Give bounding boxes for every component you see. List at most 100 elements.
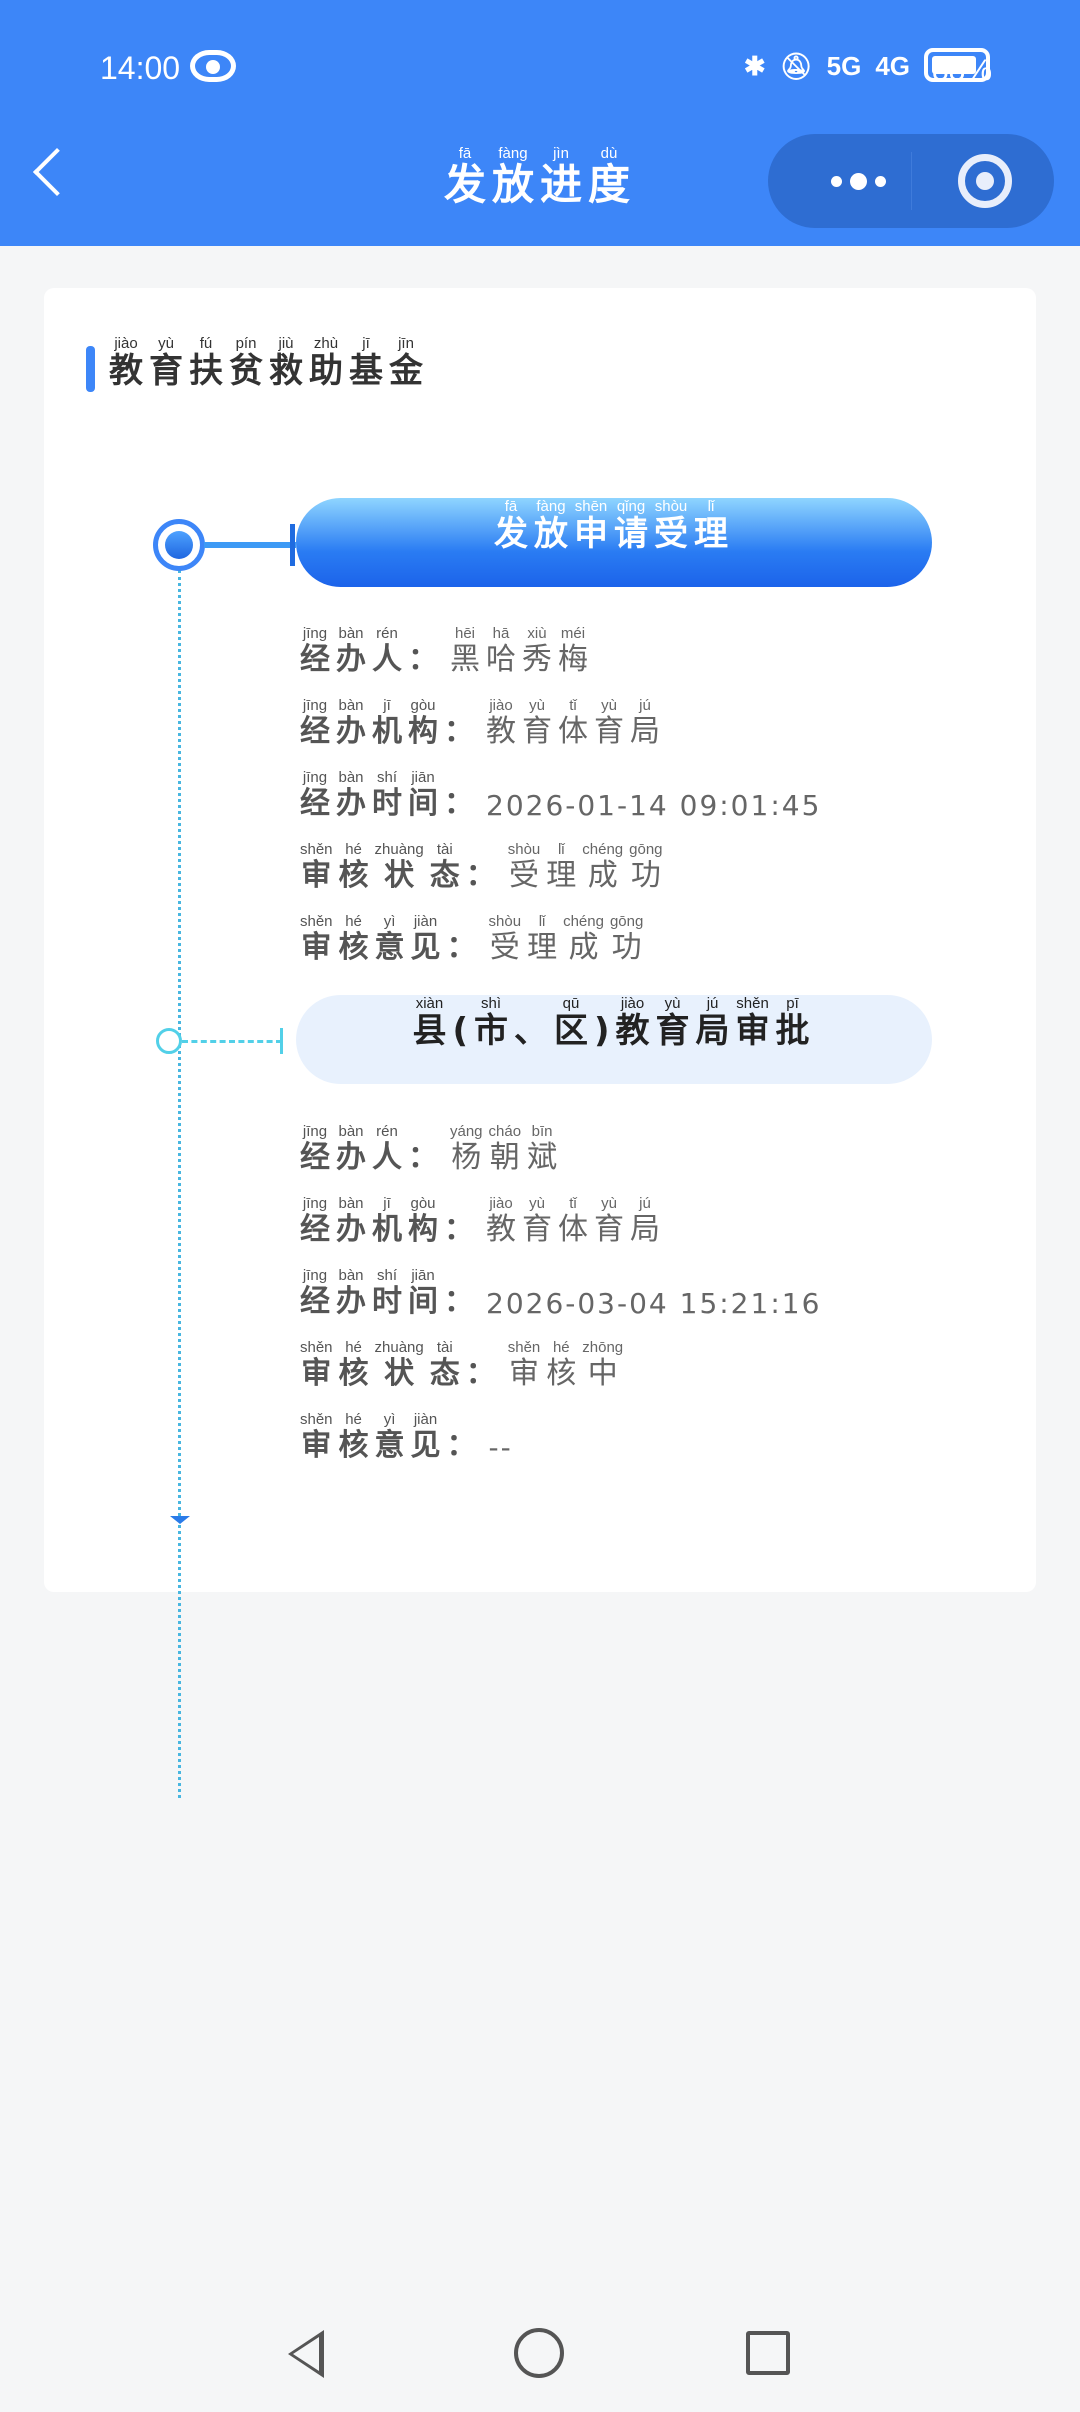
ruby-char: 核hé: [338, 1339, 369, 1391]
ruby-char: ：: [465, 1356, 496, 1391]
ruby-char: 请qǐng: [614, 498, 648, 554]
ruby-char: 杨yáng: [450, 1123, 483, 1175]
timeline-connector: [182, 1040, 282, 1043]
ruby-char: 体tǐ: [558, 697, 588, 749]
ruby-char: ：: [446, 930, 477, 965]
ruby-char: 局jú: [630, 1195, 660, 1247]
row-label: 审shěn核hé状zhuàng态tài：: [300, 1339, 502, 1392]
row-label: 审shěn核hé状zhuàng态tài：: [300, 841, 502, 894]
ruby-char: 育yù: [655, 995, 690, 1051]
row-label: 经jīng办bàn时shí间jiān：: [300, 1267, 480, 1320]
mini-program-capsule: [768, 134, 1054, 228]
ruby-char: 受shòu: [654, 498, 688, 554]
ruby-char: 构gòu: [408, 1195, 438, 1247]
ruby-char: 斌bīn: [527, 1123, 558, 1175]
ruby-char: 经jīng: [300, 1195, 330, 1247]
timeline-connector-cap: [290, 524, 295, 566]
row-label: 经jīng办bàn时shí间jiān：: [300, 769, 480, 822]
row-value: 审shěn核hé中zhōng: [508, 1339, 629, 1392]
ruby-char: 审shěn: [300, 913, 333, 965]
ruby-char: 机jī: [372, 1195, 402, 1247]
eye-icon: [190, 50, 236, 82]
ruby-char: ：: [465, 858, 496, 893]
detail-row: 经jīng办bàn人rén： 黑hēi哈hā秀xiù梅méi: [300, 606, 821, 678]
row-value: 受shòu理lǐ成chéng功gōng: [508, 841, 669, 894]
row-value: 受shòu理lǐ成chéng功gōng: [488, 913, 650, 966]
ruby-char: ：: [446, 1428, 477, 1463]
step-title: 县xiàn( 市shì、 区qū) 教jiào育yù局jú审shěn批pī: [296, 995, 932, 1084]
close-target-icon[interactable]: [958, 154, 1012, 208]
ruby-char: 、: [514, 1011, 548, 1051]
ruby-char: 审shěn: [300, 1339, 333, 1391]
ruby-char: 黑hēi: [450, 625, 480, 677]
detail-row: 审shěn核hé状zhuàng态tài： 受shòu理lǐ成chéng功gōng: [300, 822, 821, 894]
ruby-char: 局jú: [695, 995, 730, 1051]
ruby-char: 核hé: [338, 913, 369, 965]
ruby-char: ：: [444, 1212, 474, 1247]
title-accent-bar: [86, 346, 95, 392]
ruby-char: 金jīn: [389, 335, 423, 391]
timeline-node: [156, 1028, 182, 1054]
ruby-char: 核hé: [338, 841, 369, 893]
ruby-char: 理lǐ: [546, 841, 577, 893]
ruby-char: 经jīng: [300, 769, 330, 821]
ruby-char: 办bàn: [336, 769, 366, 821]
step-title-active: 发fā放fàng申shēn请qǐng受shòu理lǐ: [296, 498, 932, 587]
ruby-char: 育yù: [594, 1195, 624, 1247]
row-value: 2026-03-04 15:21:16: [486, 1287, 822, 1320]
ruby-char: 审shěn: [300, 1411, 333, 1463]
detail-row: 审shěn核hé状zhuàng态tài： 审shěn核hé中zhōng: [300, 1320, 821, 1392]
ruby-char: 度dù: [588, 145, 631, 209]
ruby-char: 申shēn: [574, 498, 608, 554]
row-label: 经jīng办bàn机jī构gòu：: [300, 1195, 480, 1248]
ruby-char: 放fàng: [491, 145, 534, 209]
status-icons: ✱ 🔕︎ 5G 4G: [744, 48, 990, 82]
ruby-char: 育yù: [522, 697, 552, 749]
ruby-char: 核hé: [338, 1411, 369, 1463]
ruby-char: 救jiù: [269, 335, 303, 391]
ruby-char: 时shí: [372, 769, 402, 821]
ruby-char: 教jiào: [109, 335, 143, 391]
row-label: 审shěn核hé意yì见jiàn：: [300, 1411, 483, 1464]
row-value: --: [488, 1431, 513, 1464]
ruby-char: 中zhōng: [582, 1339, 624, 1391]
ruby-char: 经jīng: [300, 1123, 330, 1175]
ruby-char: 机jī: [372, 697, 402, 749]
ruby-char: 经jīng: [300, 625, 330, 677]
card-title: 教jiào育yù扶fú贫pín救jiù助zhù基jī金jīn: [86, 335, 429, 392]
timeline-line: [178, 570, 181, 1798]
ruby-char: 助zhù: [309, 335, 343, 391]
ruby-char: 受shòu: [488, 913, 522, 965]
home-circle-icon[interactable]: [514, 2328, 564, 2378]
signal-4g-icon: 4G: [875, 51, 910, 81]
ruby-char: 意yì: [374, 1411, 405, 1463]
bluetooth-icon: ✱: [743, 51, 766, 81]
fund-name: 教jiào育yù扶fú贫pín救jiù助zhù基jī金jīn: [109, 335, 429, 392]
signal-5g-icon: 5G: [826, 51, 862, 81]
ruby-char: 县xiàn: [412, 995, 447, 1051]
ruby-char: 育yù: [149, 335, 183, 391]
ruby-char: 经jīng: [300, 697, 330, 749]
recents-square-icon[interactable]: [746, 2331, 790, 2375]
ruby-char: 进jìn: [540, 145, 583, 209]
more-dots-icon[interactable]: [808, 134, 908, 228]
ruby-char: 人rén: [372, 1123, 402, 1175]
ruby-char: 态tài: [429, 841, 460, 893]
ruby-char: 办bàn: [336, 625, 366, 677]
ruby-char: (: [452, 1011, 468, 1051]
ruby-char: 办bàn: [336, 1267, 366, 1319]
ruby-char: 办bàn: [336, 1123, 366, 1175]
page-title: 发fā放fàng进jìn度dù: [0, 145, 1080, 212]
back-triangle-icon[interactable]: [288, 2330, 324, 2378]
ruby-char: 审shěn: [300, 841, 333, 893]
ruby-char: 状zhuàng: [374, 841, 424, 893]
ruby-char: 梅méi: [558, 625, 588, 677]
ruby-char: 见jiàn: [410, 913, 441, 965]
ruby-char: 见jiàn: [410, 1411, 441, 1463]
ruby-char: 育yù: [522, 1195, 552, 1247]
ruby-char: 朝cháo: [488, 1123, 522, 1175]
ruby-char: 发fā: [443, 145, 486, 209]
detail-row: 审shěn核hé意yì见jiàn： --: [300, 1392, 821, 1464]
system-nav-bar: [0, 2300, 1080, 2412]
ruby-char: 发fā: [494, 498, 528, 554]
